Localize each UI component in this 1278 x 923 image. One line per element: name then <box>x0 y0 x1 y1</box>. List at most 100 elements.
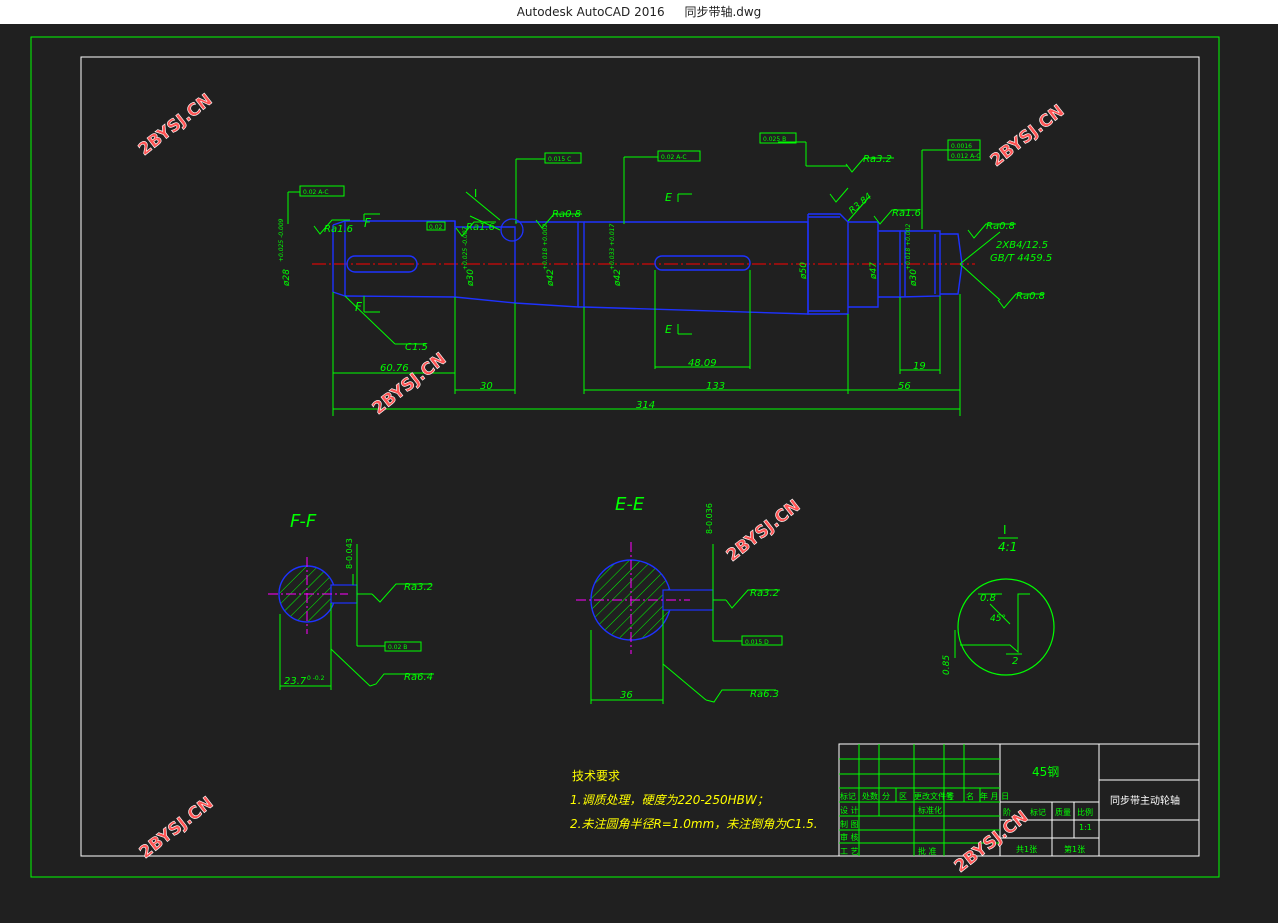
chamfer-label: C1.5 <box>405 342 428 353</box>
svg-text:ø30: ø30 <box>466 269 476 287</box>
svg-text:+0.018 +0.002: +0.018 +0.002 <box>905 224 912 270</box>
svg-text:标记: 标记 <box>840 791 856 801</box>
svg-text:0.02 B: 0.02 B <box>388 644 407 651</box>
svg-text:处数: 处数 <box>862 791 878 801</box>
svg-text:批 准: 批 准 <box>918 846 937 856</box>
svg-text:8-0.043: 8-0.043 <box>345 538 354 569</box>
svg-text:Ra3.2: Ra3.2 <box>863 154 892 165</box>
section-ee-label: E-E <box>615 494 645 515</box>
svg-text:60.76: 60.76 <box>380 363 409 374</box>
svg-text:+0.025 -0.007: +0.025 -0.007 <box>462 226 469 270</box>
watermark-5: 2BYSJ.CN <box>136 793 218 863</box>
svg-text:45钢: 45钢 <box>1032 765 1059 779</box>
svg-text:签: 签 <box>946 791 954 801</box>
svg-text:Ra1.6: Ra1.6 <box>324 224 353 235</box>
svg-text:0.015 D: 0.015 D <box>745 639 769 646</box>
tolerance-texts: 0.02 A-C 0.015 C 0.02 A-C 0.025 B 0.0016… <box>303 136 980 231</box>
svg-text:133: 133 <box>706 381 725 392</box>
svg-text:Ra6.3: Ra6.3 <box>750 689 779 700</box>
svg-text:质量: 质量 <box>1055 807 1071 817</box>
svg-text:第1张: 第1张 <box>1064 844 1085 854</box>
svg-text:314: 314 <box>636 400 655 411</box>
svg-text:+0.025 -0.009: +0.025 -0.009 <box>278 218 285 262</box>
svg-text:ø50: ø50 <box>799 262 809 280</box>
watermark-3: 2BYSJ.CN <box>369 349 451 419</box>
svg-text:+0.033 +0.017: +0.033 +0.017 <box>609 224 616 270</box>
svg-text:ø42: ø42 <box>613 269 623 287</box>
app-title: Autodesk AutoCAD 2016 <box>516 5 665 19</box>
svg-text:ø28: ø28 <box>282 269 292 287</box>
svg-text:R3.84: R3.84 <box>848 192 875 217</box>
svg-text:Ra0.8: Ra0.8 <box>986 221 1015 232</box>
svg-text:1:1: 1:1 <box>1079 823 1092 832</box>
drawing-svg[interactable]: F F E E I ø28 +0.025 -0.009 ø30 +0.025 -… <box>0 24 1278 919</box>
svg-text:Ra3.2: Ra3.2 <box>404 582 433 593</box>
detail-circle[interactable] <box>500 218 524 242</box>
svg-text:工 艺: 工 艺 <box>840 847 859 856</box>
section-mark-e-top: E <box>665 191 672 204</box>
inner-border <box>80 56 1200 857</box>
section-mark-f-bottom: F <box>355 300 363 314</box>
svg-text:名: 名 <box>966 791 974 801</box>
svg-text:技术要求: 技术要求 <box>572 769 620 783</box>
svg-text:45°: 45° <box>990 614 1006 624</box>
svg-text:审 核: 审 核 <box>840 832 859 842</box>
svg-text:制 图: 制 图 <box>840 819 859 829</box>
drawing-canvas[interactable]: F F E E I ø28 +0.025 -0.009 ø30 +0.025 -… <box>0 24 1278 919</box>
svg-text:Ra3.2: Ra3.2 <box>750 588 779 599</box>
svg-text:Ra1.6: Ra1.6 <box>466 222 495 233</box>
watermark-2: 2BYSJ.CN <box>987 101 1069 171</box>
svg-text:Ra1.6: Ra1.6 <box>892 208 921 219</box>
svg-text:4:1: 4:1 <box>998 540 1017 554</box>
svg-text:+0.018 +0.002: +0.018 +0.002 <box>542 224 549 270</box>
svg-text:Ra0.8: Ra0.8 <box>1016 291 1045 302</box>
technical-requirements: 技术要求 1.调质处理，硬度为220-250HBW； 2.未注圆角半径R=1.0… <box>570 769 818 831</box>
svg-text:2.未注圆角半径R=1.0mm，未注倒角为C1.5.: 2.未注圆角半径R=1.0mm，未注倒角为C1.5. <box>570 817 818 831</box>
thread-note-1: 2XB4/12.5 <box>996 240 1048 251</box>
svg-text:0.02 A-C: 0.02 A-C <box>661 154 687 161</box>
svg-text:23.7: 23.7 <box>284 676 307 687</box>
svg-text:标记: 标记 <box>1030 807 1046 817</box>
svg-text:8-0.036: 8-0.036 <box>705 503 714 534</box>
svg-text:1.调质处理，硬度为220-250HBW；: 1.调质处理，硬度为220-250HBW； <box>570 793 769 807</box>
length-dimension-labels: 60.76 30 133 56 19 48.09 314 <box>380 358 926 411</box>
shaft-outline <box>332 213 963 315</box>
svg-text:2: 2 <box>1012 656 1018 667</box>
svg-text:更改文件号: 更改文件号 <box>914 791 954 801</box>
section-ff-label: F-F <box>290 511 317 532</box>
svg-text:0.02: 0.02 <box>429 224 443 231</box>
svg-text:区: 区 <box>899 792 907 801</box>
svg-text:0.85: 0.85 <box>942 655 952 675</box>
section-ff: F-F 8-0.043 Ra3.2 Ra6.4 23.7 0 -0.2 0.02… <box>268 511 434 690</box>
svg-text:同步带主动轮轴: 同步带主动轮轴 <box>1110 794 1180 807</box>
file-name: 同步带轴.dwg <box>684 5 762 19</box>
detail-view: I 4:1 0.8 45° 0.85 2 <box>942 523 1055 676</box>
watermark-6: 2BYSJ.CN <box>951 807 1033 877</box>
svg-text:36: 36 <box>620 690 633 701</box>
watermark-1: 2BYSJ.CN <box>135 90 217 160</box>
svg-text:0.015 C: 0.015 C <box>548 156 571 163</box>
outer-border <box>30 36 1220 878</box>
thread-note-2: GB/T 4459.5 <box>990 253 1052 264</box>
svg-text:分: 分 <box>882 792 890 801</box>
detail-mark: I <box>474 187 477 200</box>
window-titlebar: Autodesk AutoCAD 2016 同步带轴.dwg <box>0 0 1278 24</box>
svg-text:阶: 阶 <box>1003 807 1011 817</box>
svg-text:共1张: 共1张 <box>1016 845 1037 854</box>
svg-text:设 计: 设 计 <box>840 805 859 815</box>
svg-text:Ra0.8: Ra0.8 <box>552 209 581 220</box>
svg-text:年 月 日: 年 月 日 <box>980 791 1009 801</box>
svg-text:比例: 比例 <box>1077 807 1093 817</box>
svg-text:ø47: ø47 <box>869 262 879 280</box>
svg-text:标准化: 标准化 <box>918 805 942 815</box>
svg-text:ø42: ø42 <box>546 269 556 287</box>
svg-text:0.012 A-C: 0.012 A-C <box>951 153 980 160</box>
roughness-symbols <box>313 157 1044 309</box>
watermark-4: 2BYSJ.CN <box>723 496 805 566</box>
svg-text:I: I <box>1003 523 1007 537</box>
diameter-labels: ø28 +0.025 -0.009 ø30 +0.025 -0.007 ø42 … <box>278 218 919 287</box>
svg-text:19: 19 <box>913 361 926 372</box>
svg-text:0.025 B: 0.025 B <box>763 136 786 143</box>
svg-text:Ra6.4: Ra6.4 <box>404 672 433 683</box>
main-view: F F E E I ø28 +0.025 -0.009 ø30 +0.025 -… <box>278 132 1052 416</box>
